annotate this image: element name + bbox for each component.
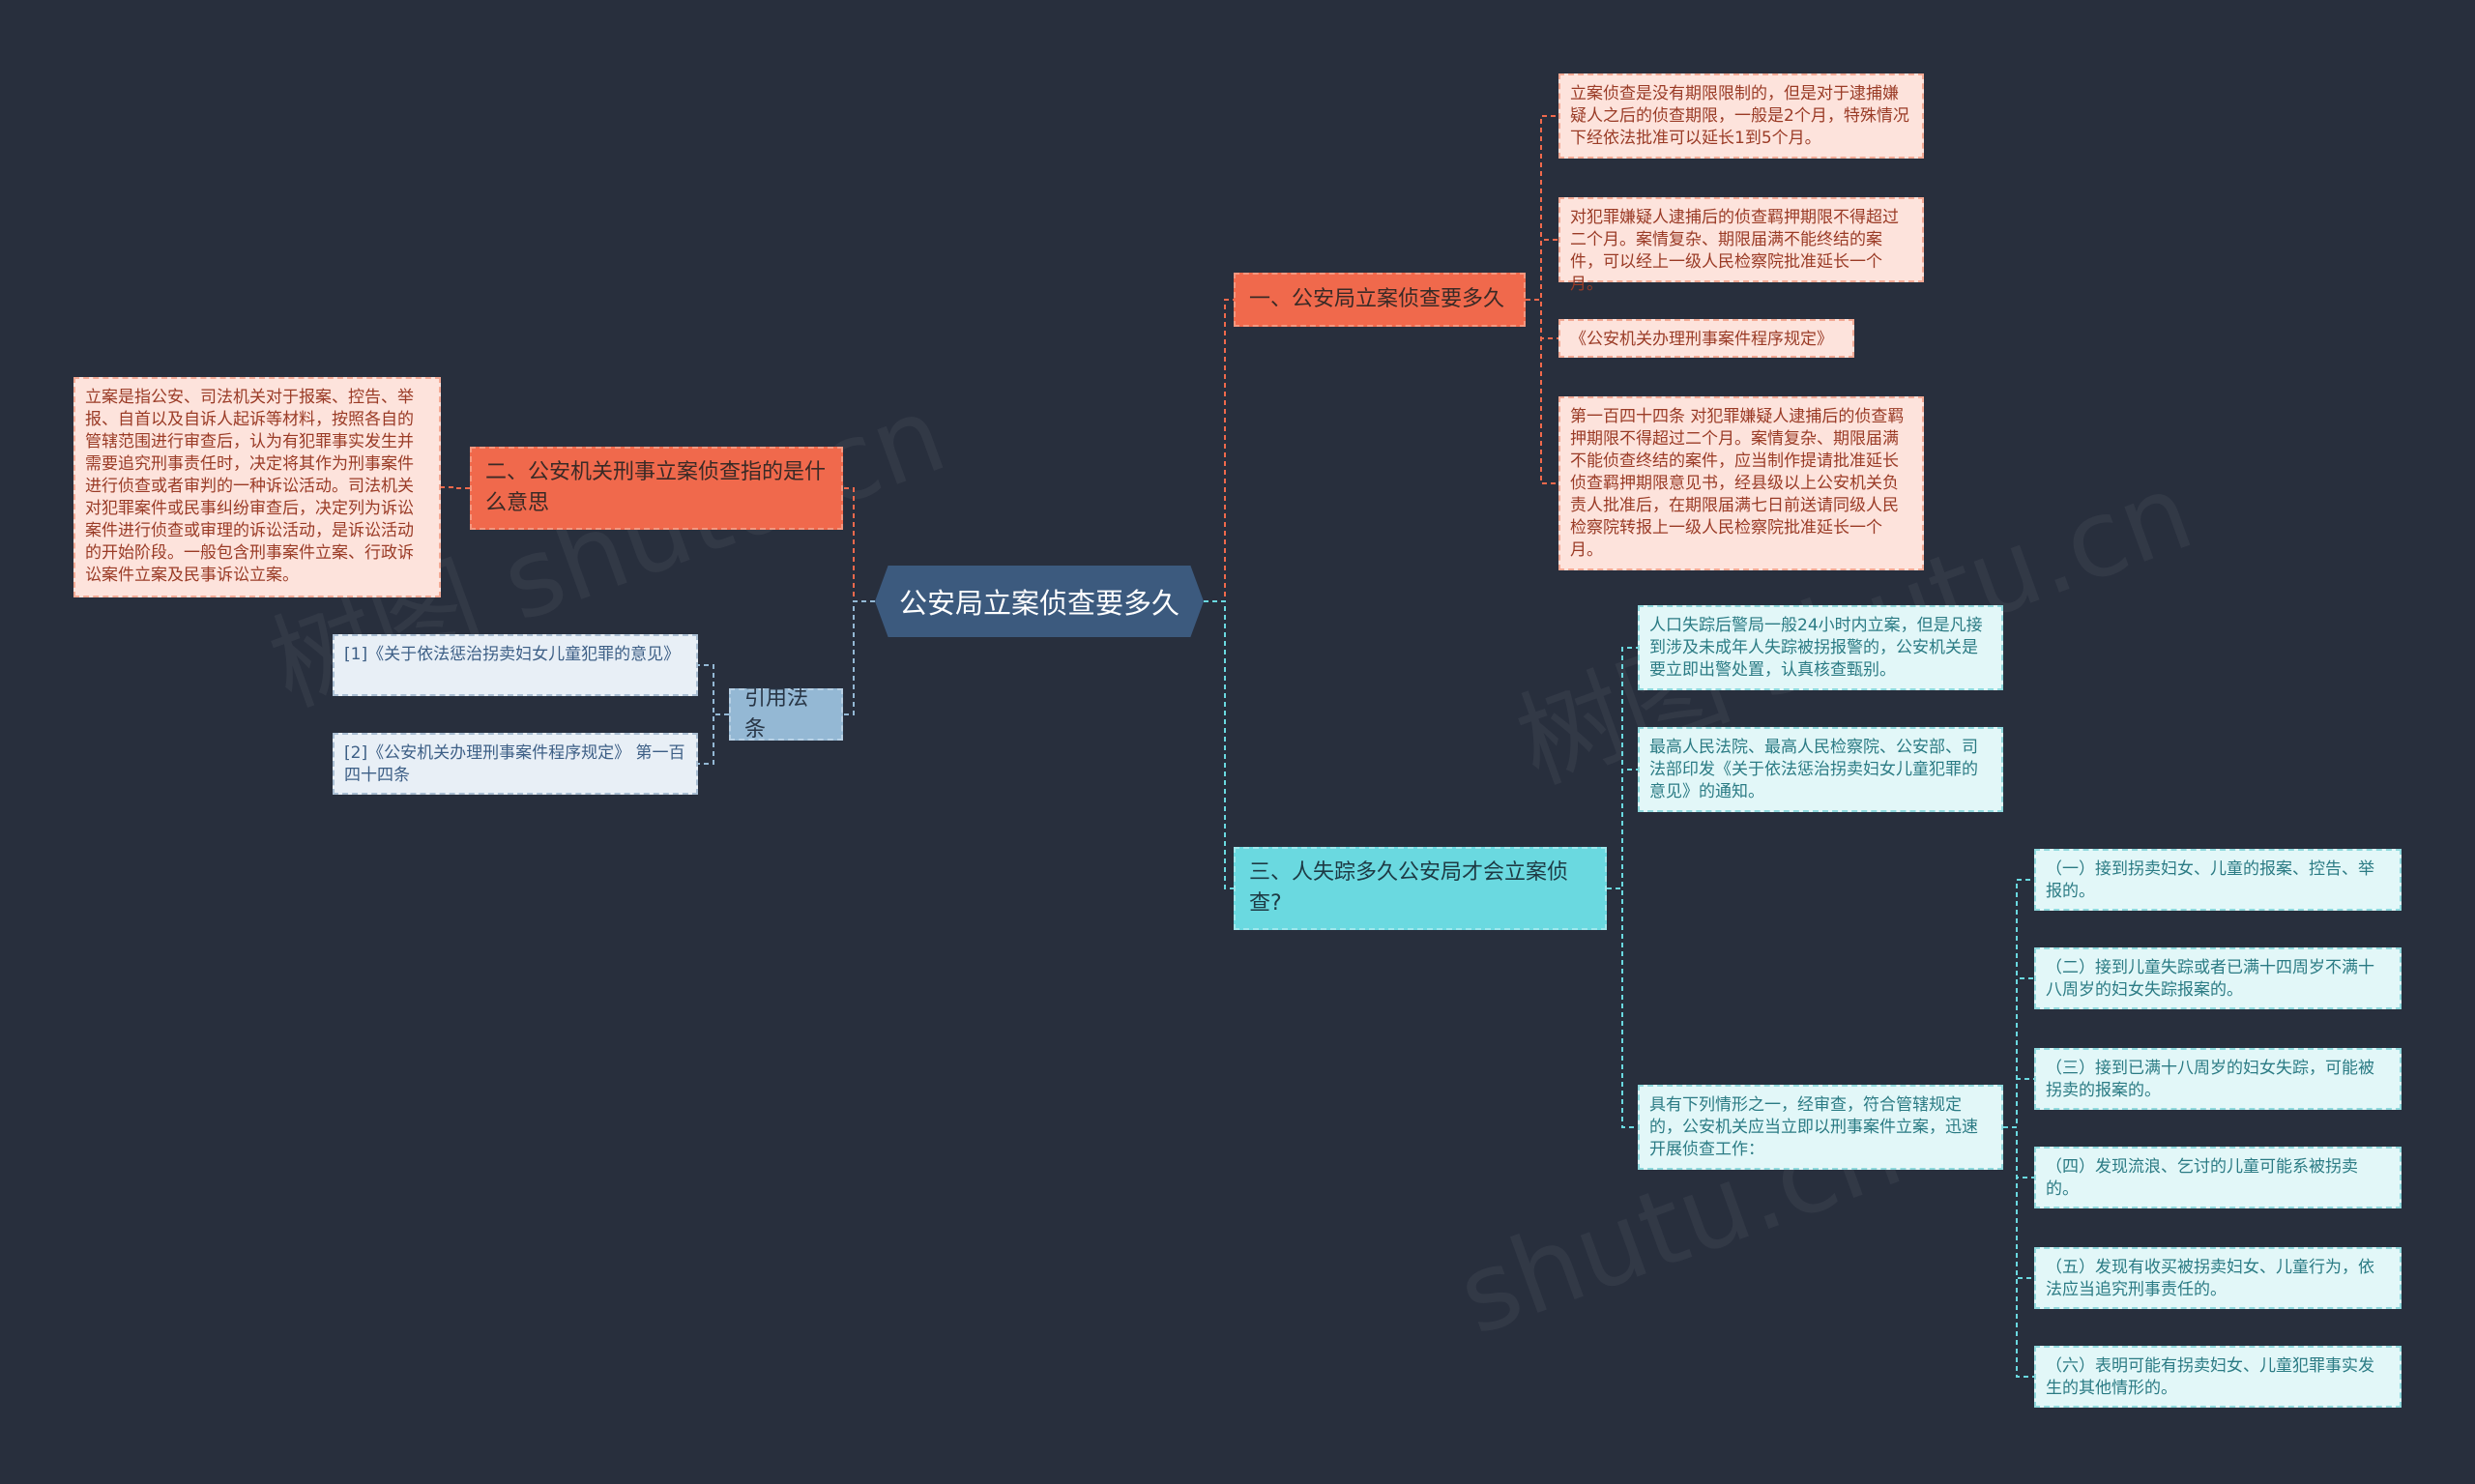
leaf-filing-conditions[interactable]: 具有下列情形之一，经审查，符合管辖规定的，公安机关应当立即以刑事案件立案，迅速开… bbox=[1638, 1085, 2003, 1170]
connector-conditions-subleaf bbox=[2003, 1126, 2034, 1279]
subleaf-condition-1[interactable]: （一）接到拐卖妇女、儿童的报案、控告、举报的。 bbox=[2034, 849, 2402, 911]
leaf-cited-law-1[interactable]: [1]《关于依法惩治拐卖妇女儿童犯罪的意见》 bbox=[333, 634, 698, 696]
connector-center-branch2 bbox=[843, 487, 875, 602]
leaf-article-144[interactable]: 第一百四十四条 对犯罪嫌疑人逮捕后的侦查羁押期限不得超过二个月。案情复杂、期限届… bbox=[1558, 396, 1924, 570]
leaf-detention-period[interactable]: 对犯罪嫌疑人逮捕后的侦查羁押期限不得超过二个月。案情复杂、期限届满不能终结的案件… bbox=[1558, 197, 1924, 294]
connector-branch4-leaf bbox=[698, 713, 729, 765]
connector-branch2-leaf bbox=[441, 486, 470, 489]
connector-branch3-leaf bbox=[1607, 769, 1638, 889]
leaf-investigation-period[interactable]: 立案侦查是没有期限限制的，但是对于逮捕嫌疑人之后的侦查期限，一般是2个月，特殊情… bbox=[1558, 73, 1924, 159]
branch-topic-2[interactable]: 二、公安机关刑事立案侦查指的是什么意思 bbox=[470, 447, 843, 530]
connector-conditions-subleaf bbox=[2003, 1078, 2034, 1128]
branch-topic-1[interactable]: 一、公安局立案侦查要多久 bbox=[1234, 273, 1526, 327]
connector-center-branch4 bbox=[843, 600, 875, 715]
connector-conditions-subleaf bbox=[2003, 879, 2034, 1128]
connector-center-branch1 bbox=[1204, 299, 1234, 602]
subleaf-condition-3[interactable]: （三）接到已满十八周岁的妇女失踪，可能被拐卖的报案的。 bbox=[2034, 1048, 2402, 1110]
connector-branch1-leaf bbox=[1526, 299, 1558, 484]
connector-conditions-subleaf bbox=[2003, 1126, 2034, 1378]
connector-conditions-subleaf bbox=[2003, 977, 2034, 1128]
subleaf-condition-5[interactable]: （五）发现有收买被拐卖妇女、儿童行为，依法应当追究刑事责任的。 bbox=[2034, 1247, 2402, 1309]
connector-center-branch3 bbox=[1204, 600, 1234, 889]
connector-branch1-leaf bbox=[1526, 239, 1558, 301]
leaf-cited-law-2[interactable]: [2]《公安机关办理刑事案件程序规定》 第一百四十四条 bbox=[333, 733, 698, 795]
leaf-procedure-regulation[interactable]: 《公安机关办理刑事案件程序规定》 bbox=[1558, 319, 1854, 358]
connector-conditions-subleaf bbox=[2003, 1126, 2034, 1178]
connector-branch1-leaf bbox=[1526, 115, 1558, 301]
leaf-filing-definition[interactable]: 立案是指公安、司法机关对于报案、控告、举报、自首以及自诉人起诉等材料，按照各自的… bbox=[73, 377, 441, 597]
connector-branch3-leaf bbox=[1607, 887, 1638, 1128]
subleaf-condition-2[interactable]: （二）接到儿童失踪或者已满十四周岁不满十八周岁的妇女失踪报案的。 bbox=[2034, 947, 2402, 1009]
center-topic[interactable]: 公安局立案侦查要多久 bbox=[875, 566, 1204, 637]
connector-branch4-leaf bbox=[698, 664, 729, 715]
connector-branch3-leaf bbox=[1607, 647, 1638, 889]
subleaf-condition-6[interactable]: （六）表明可能有拐卖妇女、儿童犯罪事实发生的其他情形的。 bbox=[2034, 1346, 2402, 1408]
leaf-notice-document[interactable]: 最高人民法院、最高人民检察院、公安部、司法部印发《关于依法惩治拐卖妇女儿童犯罪的… bbox=[1638, 727, 2003, 812]
subleaf-condition-4[interactable]: （四）发现流浪、乞讨的儿童可能系被拐卖的。 bbox=[2034, 1147, 2402, 1208]
branch-topic-3[interactable]: 三、人失踪多久公安局才会立案侦查? bbox=[1234, 847, 1607, 930]
branch-topic-cited-laws[interactable]: 引用法条 bbox=[729, 686, 843, 742]
leaf-missing-24-hours[interactable]: 人口失踪后警局一般24小时内立案，但是凡接到涉及未成年人失踪被拐报警的，公安机关… bbox=[1638, 605, 2003, 690]
